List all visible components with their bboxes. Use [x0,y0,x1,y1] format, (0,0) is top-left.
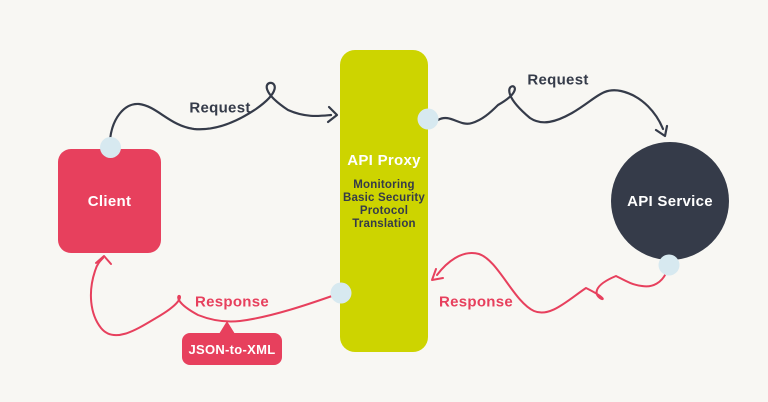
api-proxy-node: API Proxy Monitoring Basic Security Prot… [340,50,428,352]
response-label-service-to-proxy: Response [438,293,514,311]
client-node: Client [58,149,161,253]
api-proxy-feature-list: Monitoring Basic Security Protocol Trans… [343,179,425,231]
api-service-node: API Service [611,142,729,260]
request-arrowhead-into-service [654,124,669,138]
request-arrowhead-into-proxy [326,105,339,124]
proxy-feature-translation: Translation [352,218,416,230]
request-label-proxy-to-service: Request [527,71,589,89]
request-label-client-to-proxy: Request [189,99,251,117]
api-proxy-title: API Proxy [347,152,421,169]
json-to-xml-badge-label: JSON-to-XML [188,341,276,357]
client-label: Client [87,192,132,210]
response-arrowhead-into-client [95,255,112,265]
proxy-feature-protocol: Protocol [359,205,409,217]
proxy-feature-monitoring: Monitoring [353,179,415,191]
request-arrow-proxy-to-service [436,85,665,131]
response-arrowhead-into-proxy [431,268,444,281]
json-to-xml-badge: JSON-to-XML [182,333,282,365]
response-label-proxy-to-client: Response [194,293,270,311]
api-service-label: API Service [627,192,713,210]
proxy-feature-basic-security: Basic Security [342,192,426,204]
